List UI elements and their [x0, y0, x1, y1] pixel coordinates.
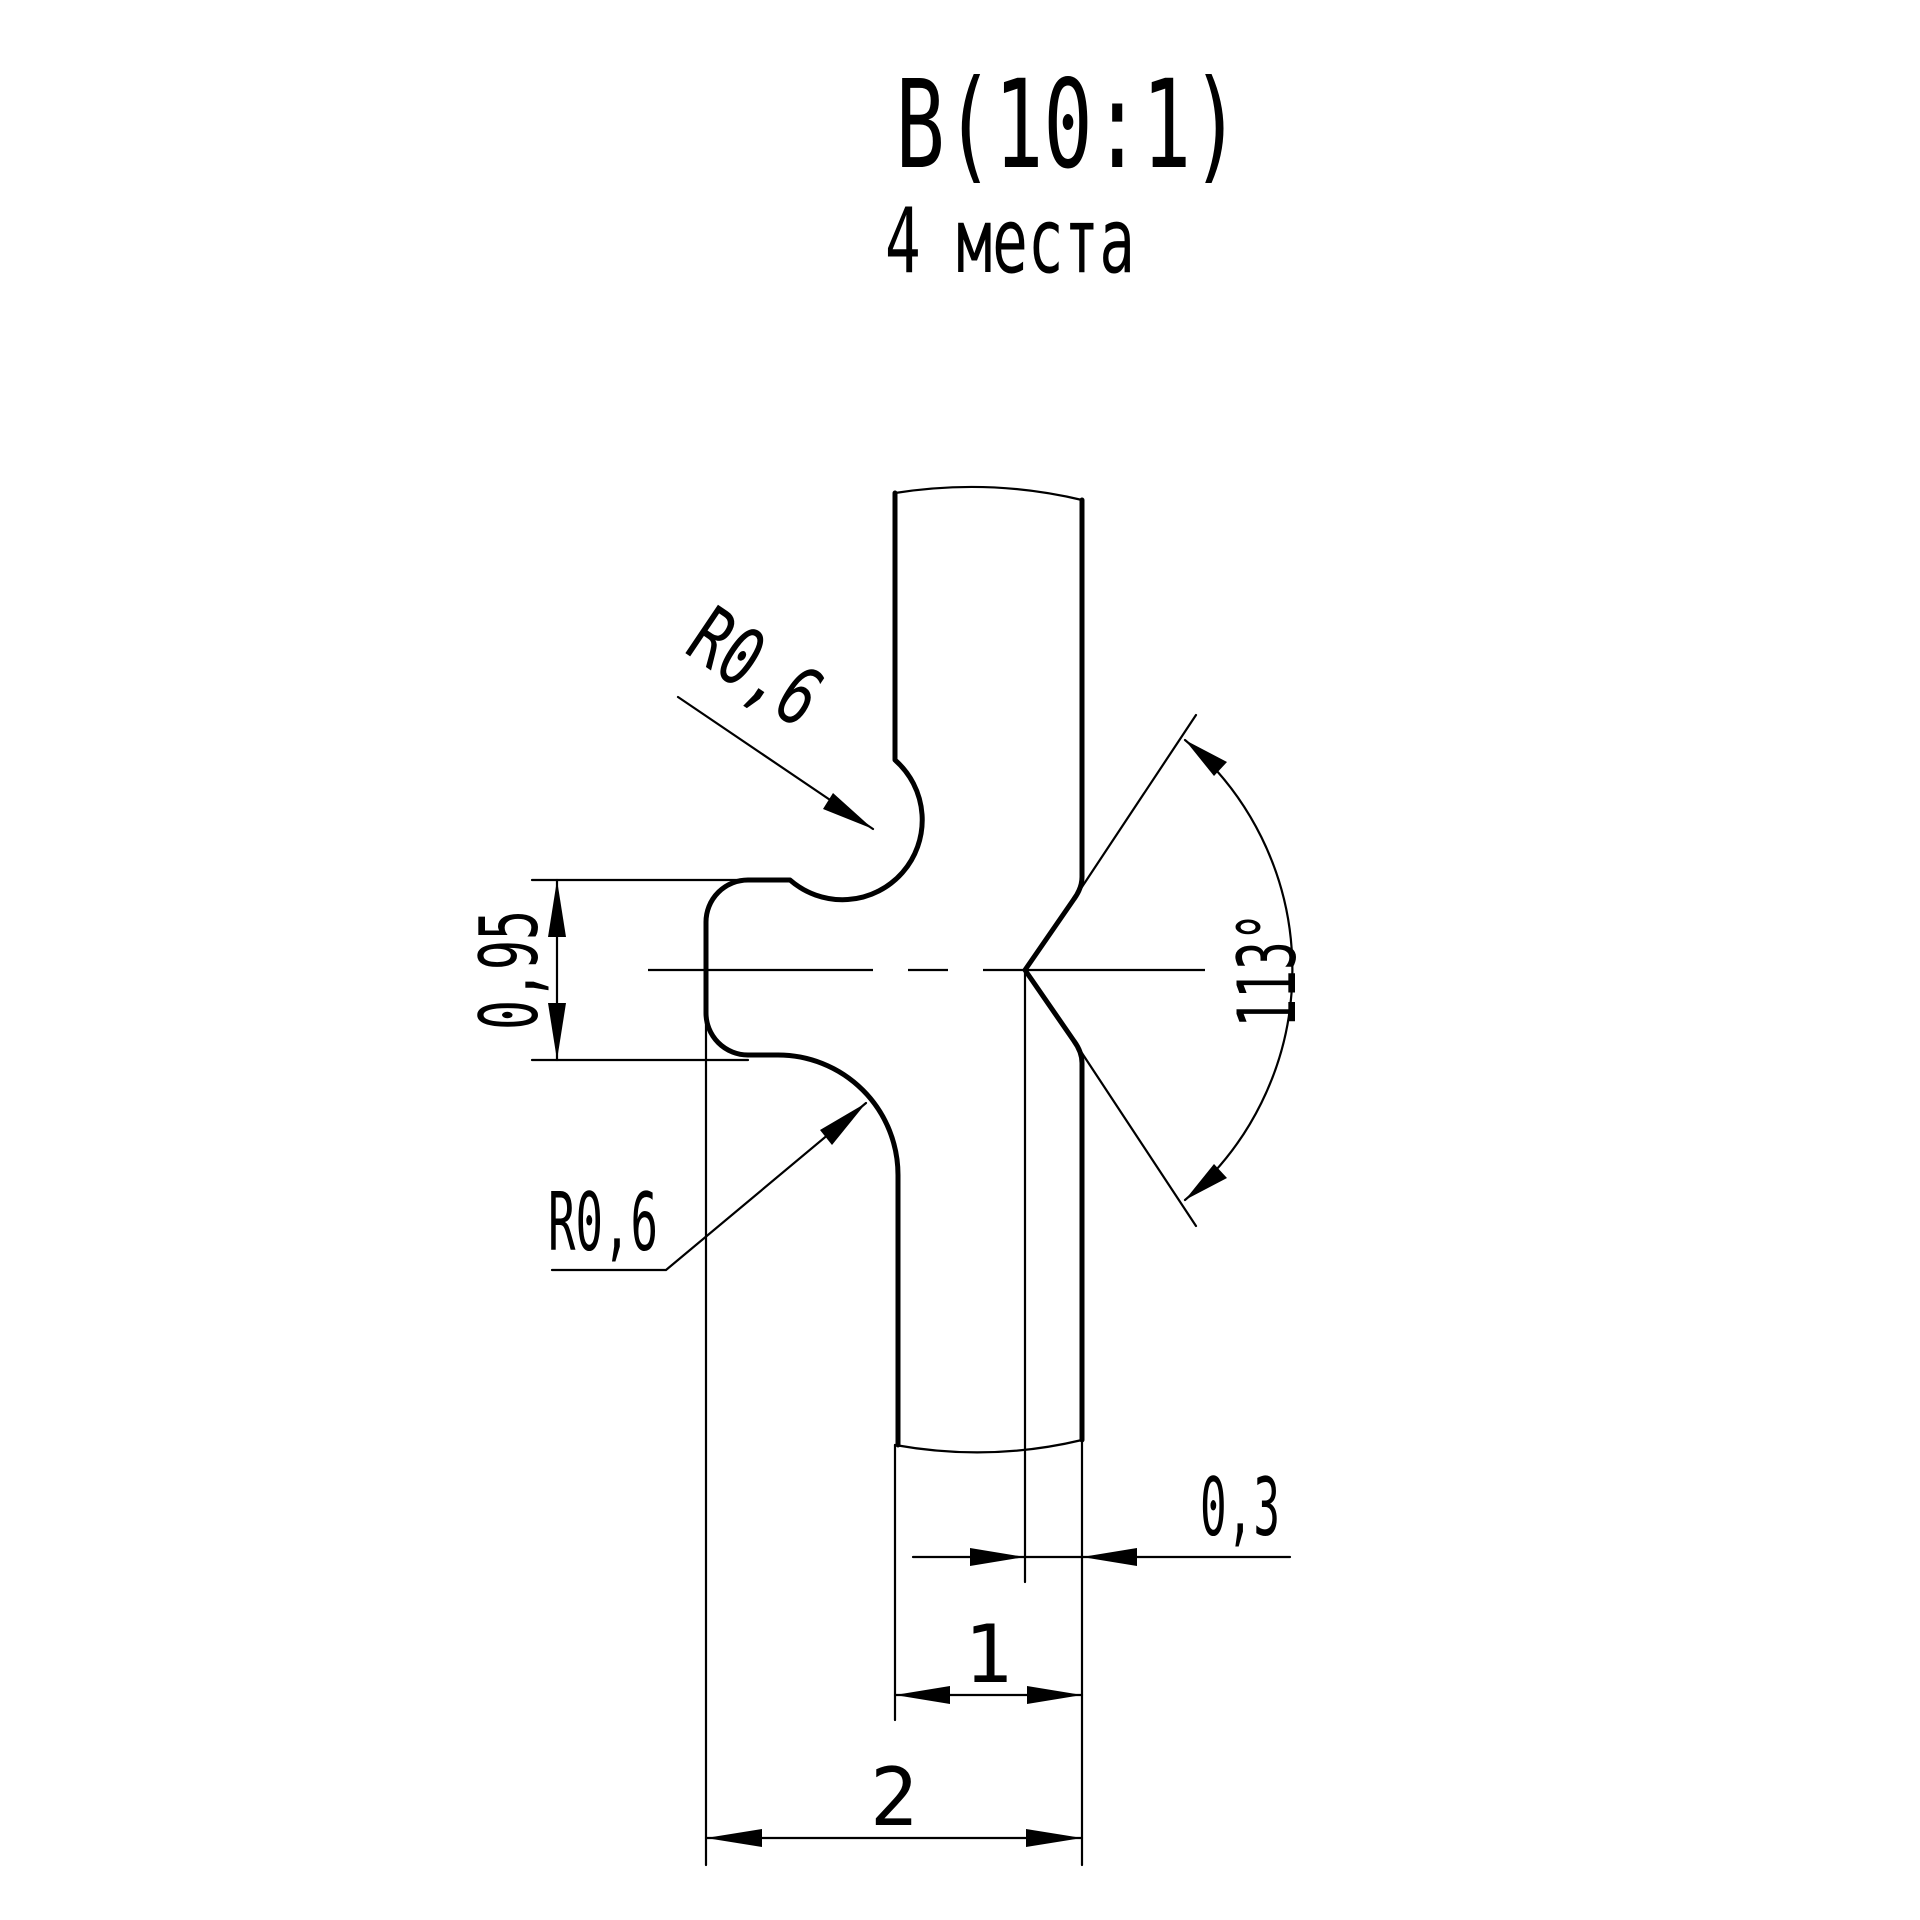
places-note: 4 места: [885, 189, 1135, 294]
height-dimension: 0,95: [463, 878, 566, 1062]
radius-bottom-leader: R0,6: [548, 1101, 868, 1272]
inner-width-dimension: 1: [893, 1608, 1084, 1704]
height-dimension-label: 0,95: [463, 910, 556, 1030]
total-width-dimension: 2: [704, 1751, 1084, 1847]
radius-top-leader: R0,6: [671, 590, 875, 831]
angle-label: 113°: [1221, 913, 1314, 1028]
extension-lines: [530, 713, 1198, 1867]
angle-dimension: 113°: [1183, 738, 1314, 1202]
offset-dimension: 0,3: [911, 1461, 1292, 1566]
total-width-label: 2: [870, 1751, 918, 1844]
inner-width-label: 1: [964, 1608, 1012, 1701]
view-title: В(10:1): [896, 54, 1241, 196]
radius-bottom-label: R0,6: [548, 1176, 658, 1269]
offset-label: 0,3: [1200, 1461, 1280, 1554]
radius-top-label: R0,6: [671, 590, 839, 745]
